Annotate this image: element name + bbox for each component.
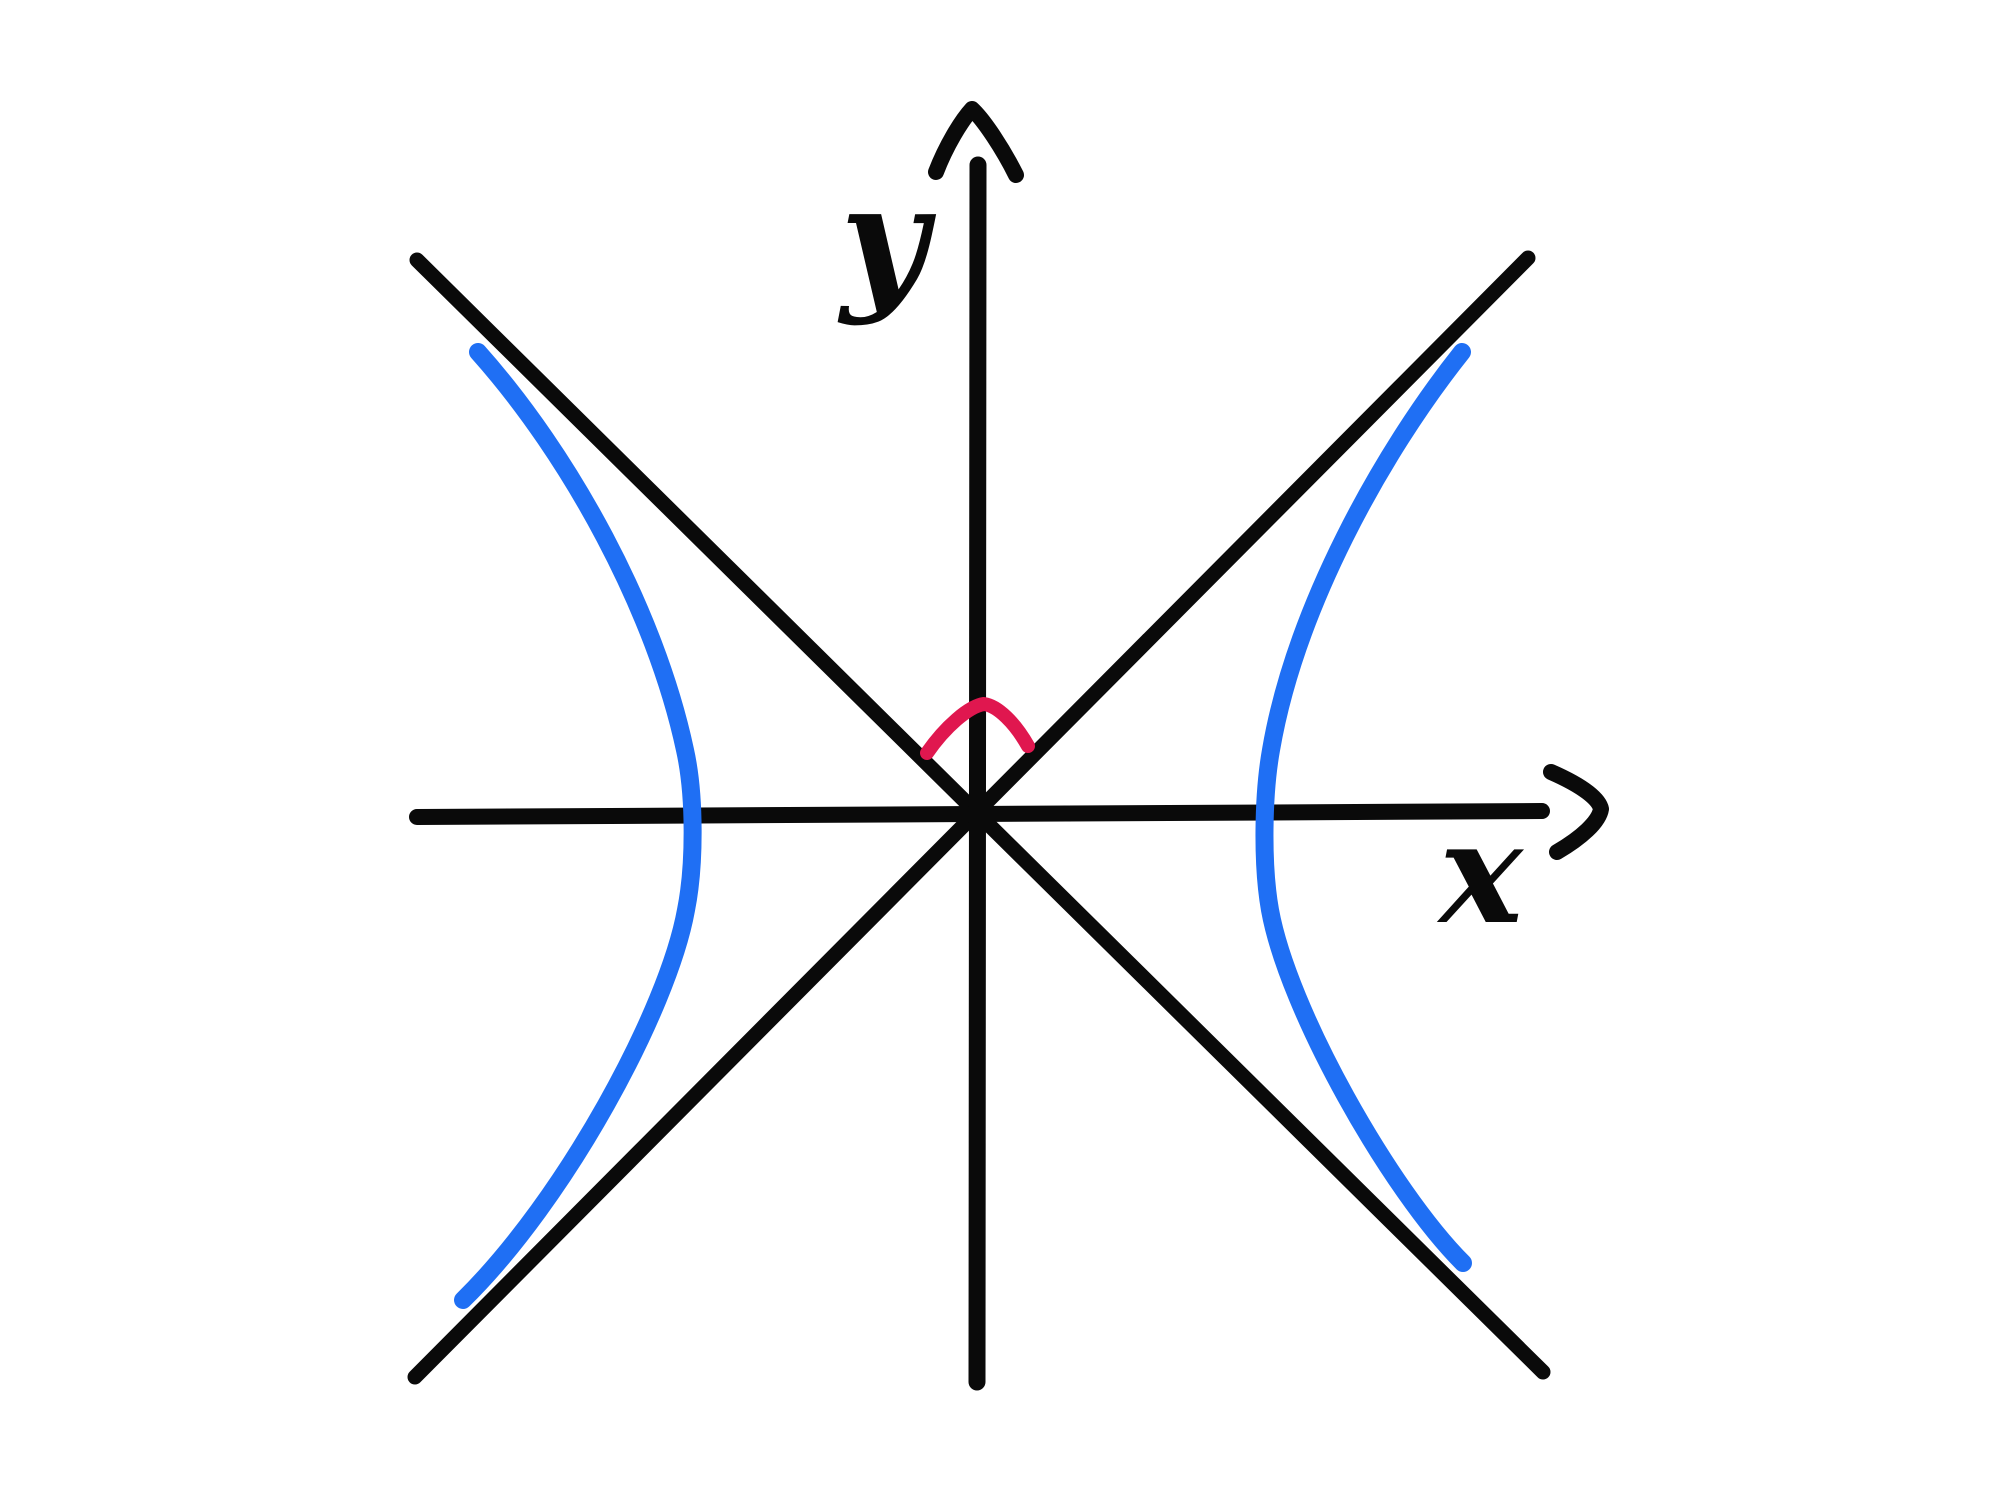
y-axis-label: y bbox=[837, 152, 936, 328]
axes bbox=[409, 101, 1609, 1391]
hyperbola-left-branch bbox=[454, 343, 702, 1309]
y-axis-arrow-icon bbox=[928, 101, 1024, 183]
x-axis-arrow-icon bbox=[1543, 764, 1609, 860]
x-axis-label: x bbox=[1436, 792, 1524, 956]
hyperbola bbox=[454, 343, 1472, 1309]
hyperbola-right-branch bbox=[1255, 343, 1472, 1272]
axis-labels: y x bbox=[837, 152, 1524, 956]
y-axis bbox=[968, 156, 987, 1391]
angle-marker bbox=[920, 697, 1035, 760]
